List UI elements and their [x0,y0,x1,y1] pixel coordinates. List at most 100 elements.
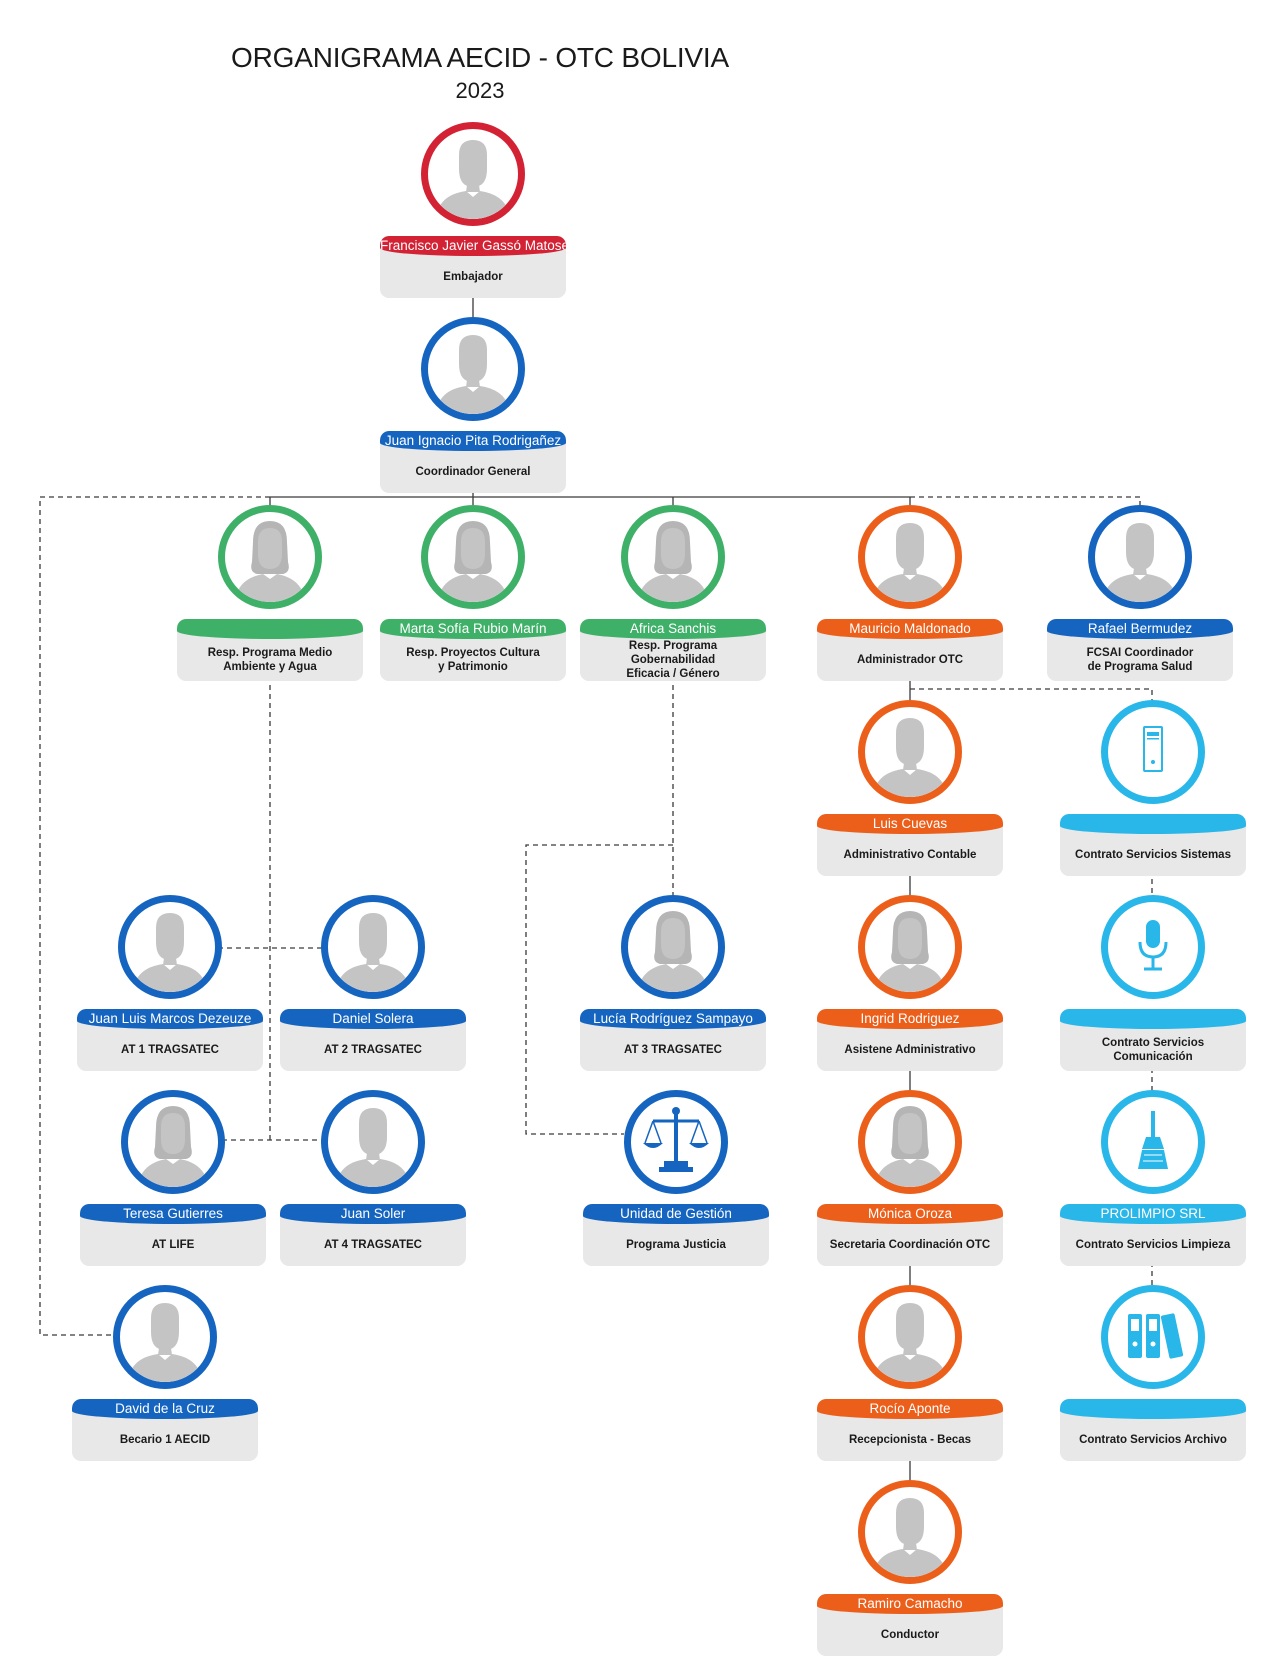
org-node: Resp. Programa Medio Ambiente y Agua [177,505,363,685]
node-role: Resp. Proyectos Cultura y Patrimonio [406,647,540,673]
org-node: Daniel Solera AT 2 TRAGSATEC [280,895,466,1075]
node-role: AT 4 TRAGSATEC [324,1239,422,1251]
node-role: Administrador OTC [856,654,964,666]
node-role: Programa Justicia [626,1239,726,1251]
node-card: Contrato Servicios Comunicación [1060,1009,1246,1071]
node-card: Resp. Programa Medio Ambiente y Agua [177,619,363,681]
chart-title: ORGANIGRAMA AECID - OTC BOLIVIA [231,42,729,73]
node-role: Asistene Administrativo [844,1044,976,1056]
node-name: Rafael Bermudez [1047,619,1233,639]
node-role: AT 2 TRAGSATEC [324,1044,422,1056]
person-male-icon [321,895,425,999]
computer-icon [1101,700,1205,804]
person-male-icon [421,122,525,226]
node-name [1060,1009,1246,1029]
node-card: Teresa Gutierres AT LIFE [80,1204,266,1266]
node-card: PROLIMPIO SRL Contrato Servicios Limpieza [1060,1204,1246,1266]
org-node: PROLIMPIO SRL Contrato Servicios Limpieza [1060,1090,1246,1270]
person-female-icon [858,895,962,999]
node-role: AT LIFE [151,1239,195,1251]
node-card: Juan Luis Marcos Dezeuze AT 1 TRAGSATEC [77,1009,263,1071]
node-name: Juan Ignacio Pita Rodrigañez [380,431,566,451]
person-female-icon [218,505,322,609]
node-name: Africa Sanchis [580,619,766,639]
org-node: Teresa Gutierres AT LIFE [80,1090,266,1270]
node-role: Resp. Programa Medio Ambiente y Agua [207,647,333,673]
node-name: David de la Cruz [72,1399,258,1419]
microphone-icon [1101,895,1205,999]
chart-year: 2023 [455,78,505,103]
node-name: Lucía Rodríguez Sampayo [580,1009,766,1029]
node-card: Daniel Solera AT 2 TRAGSATEC [280,1009,466,1071]
broom-icon [1101,1090,1205,1194]
node-name: Teresa Gutierres [80,1204,266,1224]
node-name: Mónica Oroza [817,1204,1003,1224]
org-node: Juan Soler AT 4 TRAGSATEC [280,1090,466,1270]
node-role: FCSAI Coordinador de Programa Salud [1086,647,1194,673]
person-male-icon [421,317,525,421]
node-name: PROLIMPIO SRL [1060,1204,1246,1224]
person-male-icon [118,895,222,999]
org-node: Contrato Servicios Comunicación [1060,895,1246,1075]
node-name: Marta Sofía Rubio Marín [380,619,566,639]
node-name: Juan Soler [280,1204,466,1224]
node-role: Conductor [880,1629,940,1641]
node-name: Juan Luis Marcos Dezeuze [77,1009,263,1029]
node-name [177,619,363,639]
person-female-icon [621,895,725,999]
node-name: Ingrid Rodriguez [817,1009,1003,1029]
person-female-icon [621,505,725,609]
person-male-icon [858,700,962,804]
person-male-icon [858,1285,962,1389]
node-role: Becario 1 AECID [119,1434,211,1446]
node-name: Daniel Solera [280,1009,466,1029]
org-node: Juan Luis Marcos Dezeuze AT 1 TRAGSATEC [77,895,263,1075]
node-name: Unidad de Gestión [583,1204,769,1224]
node-card: Lucía Rodríguez Sampayo AT 3 TRAGSATEC [580,1009,766,1071]
node-role: AT 3 TRAGSATEC [624,1044,722,1056]
node-name: Ramiro Camacho [817,1594,1003,1614]
node-card: Contrato Servicios Archivo [1060,1399,1246,1461]
node-role: AT 1 TRAGSATEC [121,1044,219,1056]
node-role: Contrato Servicios Comunicación [1101,1037,1205,1063]
node-name: Francisco Javier Gassó Matoses [380,236,566,256]
person-male-icon [858,505,962,609]
node-role: Embajador [443,271,503,283]
person-male-icon [858,1480,962,1584]
person-female-icon [121,1090,225,1194]
node-name: Mauricio Maldonado [817,619,1003,639]
node-name [1060,814,1246,834]
person-female-icon [421,505,525,609]
node-role: Contrato Servicios Limpieza [1075,1239,1231,1251]
person-male-icon [321,1090,425,1194]
node-role: Recepcionista - Becas [848,1434,972,1446]
org-node: Contrato Servicios Archivo [1060,1285,1246,1465]
binders-icon [1101,1285,1205,1389]
node-role: Coordinador General [415,466,531,478]
person-female-icon [858,1090,962,1194]
node-role: Administrativo Contable [843,849,977,861]
